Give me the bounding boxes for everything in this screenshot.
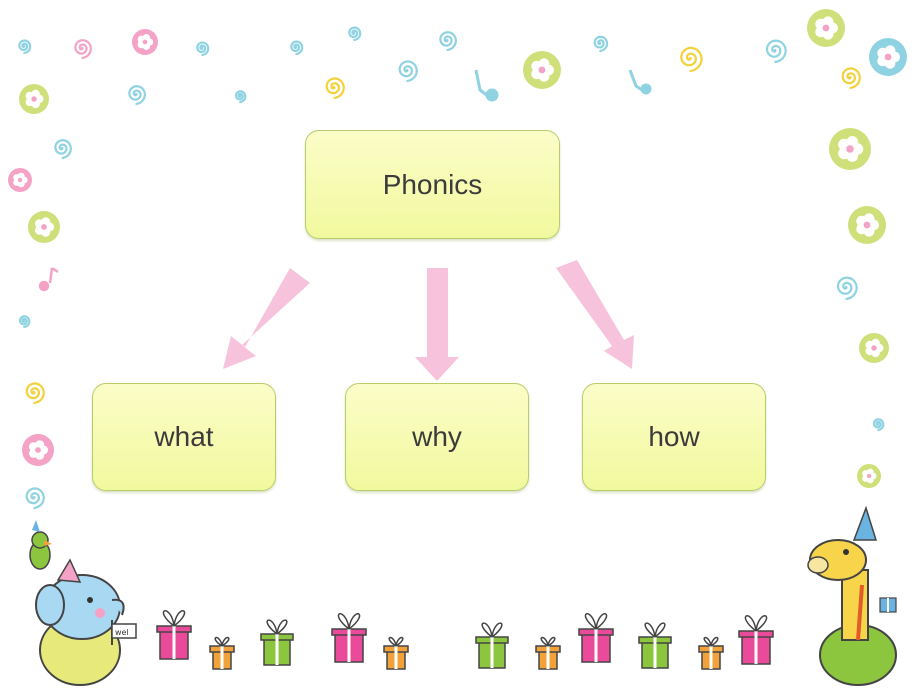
gift-box-icon (578, 613, 614, 663)
gift-box-icon (331, 613, 367, 663)
flower-dot-icon (869, 38, 907, 76)
swirl-icon (439, 31, 458, 52)
gift-box-icon (638, 622, 672, 669)
swirl-icon (54, 139, 73, 160)
giraffe-icon (807, 505, 897, 686)
gift-box-icon (209, 636, 235, 670)
swirl-icon (872, 418, 885, 432)
flower-dot-icon (857, 464, 881, 488)
welcome-flag: wel (111, 620, 137, 645)
swirl-icon (325, 77, 345, 100)
gift-box-icon (535, 636, 561, 670)
swirl-icon (680, 46, 703, 73)
flower-dot-icon (807, 9, 845, 47)
flower-dot-icon (523, 51, 561, 89)
gift-box-icon (698, 636, 724, 670)
swirl-icon (593, 35, 609, 53)
gift-box-icon (738, 615, 774, 665)
node-phonics-label: Phonics (382, 168, 483, 200)
node-how: how (582, 383, 766, 491)
flower-dot-icon (19, 84, 49, 114)
flower-dot-icon (22, 434, 54, 466)
swirl-icon (234, 90, 247, 104)
node-phonics: Phonics (305, 130, 560, 239)
swirl-icon (841, 67, 861, 90)
gift-box-icon (475, 622, 509, 669)
small-gift-icon (879, 597, 897, 613)
arrow-to-how (556, 260, 634, 369)
swirl-icon (765, 39, 787, 64)
music-note-icon (38, 266, 59, 292)
gift-box-icon (260, 619, 294, 666)
music-note-icon (474, 69, 499, 102)
flower-dot-icon (28, 211, 60, 243)
welcome-flag-text: wel (115, 628, 129, 637)
flower-dot-icon (829, 128, 871, 170)
arrow-to-what (223, 268, 310, 369)
swirl-icon (290, 40, 304, 56)
swirl-icon (128, 85, 147, 106)
swirl-icon (25, 382, 45, 405)
gift-box-icon (156, 610, 192, 660)
parrot-icon (29, 520, 52, 570)
music-note-icon (628, 69, 652, 95)
node-how-label: how (648, 421, 700, 452)
swirl-icon (398, 60, 418, 83)
elephant-icon (35, 558, 125, 686)
flower-dot-icon (132, 29, 158, 55)
swirl-icon (836, 276, 858, 301)
node-why: why (345, 383, 529, 491)
node-what: what (92, 383, 276, 491)
flower-dot-icon (859, 333, 889, 363)
swirl-icon (25, 487, 45, 510)
swirl-icon (196, 41, 210, 57)
node-why-label: why (412, 421, 462, 452)
gift-box-icon (383, 636, 409, 670)
node-what-label: what (154, 421, 214, 452)
swirl-icon (74, 39, 93, 60)
flower-dot-icon (8, 168, 32, 192)
swirl-icon (18, 39, 32, 55)
swirl-icon (348, 26, 362, 42)
swirl-icon (18, 315, 31, 329)
flower-dot-icon (848, 206, 886, 244)
arrow-to-why (415, 268, 459, 381)
